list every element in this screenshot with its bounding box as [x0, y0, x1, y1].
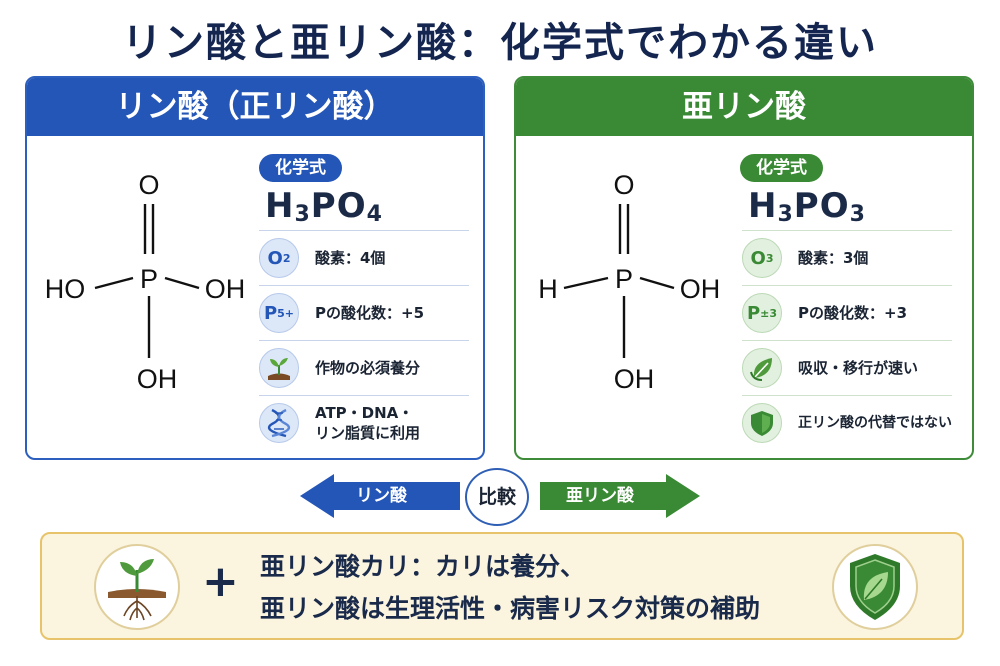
property-text: 酸素：3個 — [798, 248, 869, 267]
formula-part: PO — [310, 186, 367, 226]
shield-icon — [742, 403, 782, 443]
structural-formula: O P H OH OH — [516, 136, 746, 436]
leaf-arrow-icon — [742, 348, 782, 388]
summary-line-1: 亜リン酸カリ：カリは養分、 — [260, 552, 586, 581]
arrow-left: リン酸 — [300, 474, 460, 518]
compare-badge: 比較 — [465, 468, 529, 526]
chemical-formula: H3PO4 — [265, 186, 383, 227]
atom-top: O — [613, 170, 634, 200]
dna-icon — [259, 403, 299, 443]
formula-subscript: 4 — [366, 202, 383, 227]
atom-bottom: OH — [614, 364, 655, 394]
formula-part: H — [265, 186, 295, 226]
arrow-left-label: リン酸 — [356, 486, 407, 506]
phosphoric-acid-structure: O P HO OH OH — [45, 170, 246, 394]
property-absorption: 吸収・移行が速い — [742, 340, 952, 395]
plant-roots-icon — [94, 544, 180, 630]
property-oxidation: P±3 Pの酸化数：+3 — [742, 285, 952, 340]
atom-center: P — [140, 264, 158, 294]
comparison-row: リン酸 比較 亜リン酸 — [0, 466, 1000, 530]
phosphorus-icon: P±3 — [742, 293, 782, 333]
arrow-right-label: 亜リン酸 — [566, 486, 634, 506]
chemical-formula: H3PO3 — [748, 186, 866, 227]
atom-left: HO — [45, 274, 86, 304]
formula-tag: 化学式 — [740, 154, 823, 182]
atom-right: OH — [680, 274, 721, 304]
formula-subscript: 3 — [849, 202, 866, 227]
atom-top: O — [138, 170, 159, 200]
structural-formula: O P HO OH OH — [27, 136, 257, 436]
property-text: Pの酸化数：+3 — [798, 303, 907, 322]
property-text: ATP・DNA・ リン脂質に利用 — [315, 403, 421, 442]
arrow-right: 亜リン酸 — [540, 474, 700, 518]
property-usage: ATP・DNA・ リン脂質に利用 — [259, 395, 469, 450]
shield-leaf-icon — [832, 544, 918, 630]
formula-subscript: 3 — [777, 202, 794, 227]
sprout-icon — [259, 348, 299, 388]
plus-sign: + — [202, 556, 239, 607]
atom-center: P — [615, 264, 633, 294]
property-text: 作物の必須養分 — [315, 358, 421, 377]
atom-left: H — [538, 274, 558, 304]
card-header: リン酸（正リン酸） — [27, 78, 483, 136]
formula-part: PO — [793, 186, 850, 226]
summary-panel: + 亜リン酸カリ：カリは養分、 亜リン酸は生理活性・病害リスク対策の補助 — [40, 532, 964, 640]
formula-part: H — [748, 186, 778, 226]
summary-line-2: 亜リン酸は生理活性・病害リスク対策の補助 — [260, 594, 761, 623]
arrow-right-icon — [540, 474, 700, 518]
page-title: リン酸と亜リン酸：化学式でわかる違い — [122, 20, 878, 66]
phosphorous-acid-structure: O P H OH OH — [538, 170, 721, 394]
property-not-substitute: 正リン酸の代替ではない — [742, 395, 952, 450]
property-text: 酸素：4個 — [315, 248, 386, 267]
formula-subscript: 3 — [294, 202, 311, 227]
property-text: Pの酸化数：+5 — [315, 303, 424, 322]
arrow-left-icon — [300, 474, 460, 518]
atom-right: OH — [205, 274, 246, 304]
formula-tag: 化学式 — [259, 154, 342, 182]
property-text: 正リン酸の代替ではない — [798, 414, 952, 431]
property-nutrient: 作物の必須養分 — [259, 340, 469, 395]
card-header: 亜リン酸 — [516, 78, 972, 136]
summary-text: 亜リン酸カリ：カリは養分、 亜リン酸は生理活性・病害リスク対策の補助 — [260, 546, 760, 630]
atom-bottom: OH — [137, 364, 178, 394]
property-text: 吸収・移行が速い — [798, 358, 919, 377]
